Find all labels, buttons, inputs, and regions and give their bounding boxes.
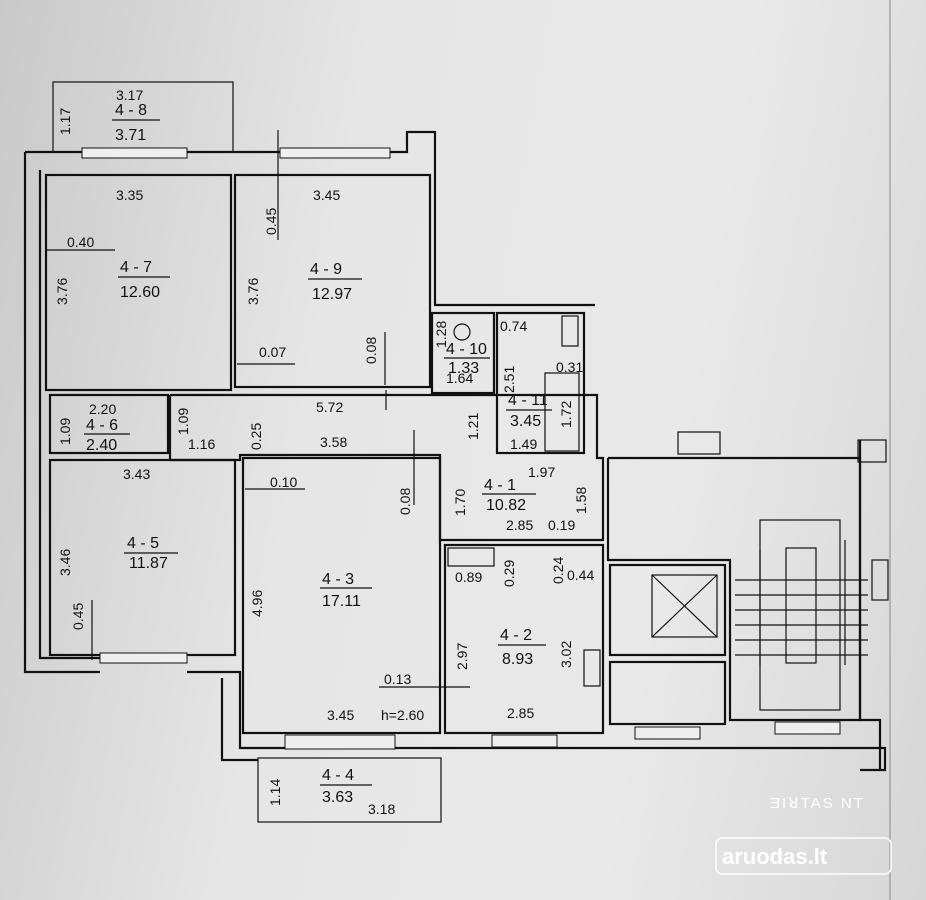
room-4-3 (241, 456, 442, 735)
dimension-label: 1.70 (452, 489, 468, 516)
room-id-4-1: 4 - 1 (484, 477, 516, 494)
dimension-label: 3.45 (327, 707, 354, 723)
dimension-labels: 3.17 3.35 3.45 0.40 0.07 0.74 1.64 2.20 … (67, 87, 594, 817)
dimension-label: 1.97 (528, 464, 555, 480)
watermark: ƎIꓤTAS NT aruodas.lt (715, 795, 892, 875)
room-4-9 (233, 173, 432, 389)
dimension-label: 1.09 (175, 408, 191, 435)
dimension-label: 1.28 (433, 321, 449, 348)
dimension-label: 0.45 (263, 208, 279, 235)
dimension-label: 5.72 (316, 399, 343, 415)
dimension-label: 1.49 (510, 436, 537, 452)
dimension-label: 3.02 (558, 641, 574, 668)
dimension-label: 0.10 (270, 474, 297, 490)
kitchen-sink-icon (583, 649, 601, 687)
room-4-6 (48, 393, 170, 455)
dimension-label: 0.44 (567, 567, 594, 583)
dimension-label: 1.58 (573, 487, 589, 514)
room-id-4-11: 4 - 11 (508, 392, 548, 409)
windows (81, 147, 841, 750)
room-4-10 (430, 311, 496, 395)
room-id-4-5: 4 - 5 (127, 535, 159, 552)
room-area-4-11: 3.45 (510, 413, 541, 430)
dimension-label: 2.97 (454, 643, 470, 670)
dimension-label: 3.43 (123, 466, 150, 482)
room-labels: 4 - 8 3.71 4 - 7 12.60 4 - 9 12.97 4 - 1… (84, 102, 552, 806)
room-area-4-7: 12.60 (120, 284, 160, 301)
dimension-label: 2.85 (507, 705, 534, 721)
room-area-4-8: 3.71 (115, 127, 146, 144)
dimension-label: 3.58 (320, 434, 347, 450)
dimension-label: 0.40 (67, 234, 94, 250)
dimension-label: 1.64 (446, 370, 473, 386)
stove-icon (447, 547, 495, 567)
room-id-4-6: 4 - 6 (86, 417, 118, 434)
dimension-label: 0.45 (70, 603, 86, 630)
room-4-2 (443, 543, 605, 735)
room-id-4-2: 4 - 2 (500, 627, 532, 644)
dimension-label: 4.96 (249, 590, 265, 617)
room-4-11 (495, 311, 586, 455)
room-area-4-3: 17.11 (322, 593, 361, 610)
watermark-mirrored-text: ƎIꓤTAS NT (770, 795, 865, 812)
room-id-4-8: 4 - 8 (115, 102, 147, 119)
dimension-label: h=2.60 (381, 707, 424, 723)
dimension-label: 0.13 (384, 671, 411, 687)
room-4-7 (44, 173, 233, 392)
dimension-label: 0.08 (397, 488, 413, 515)
dimension-label: 3.45 (313, 187, 340, 203)
bathtub-icon (544, 372, 580, 452)
dimension-label: 0.31 (556, 359, 583, 375)
toilet-icon (453, 323, 471, 341)
room-id-4-10: 4 - 10 (446, 341, 487, 358)
dimension-label: 1.14 (267, 779, 283, 806)
dimension-label: 2.51 (501, 366, 517, 393)
watermark-logo-text: aruodas.lt (722, 844, 828, 869)
sink-icon (561, 315, 579, 347)
dimension-label: 3.76 (245, 278, 261, 305)
room-area-4-9: 12.97 (312, 286, 352, 303)
dimension-label: 1.72 (558, 401, 574, 428)
room-area-4-5: 11.87 (129, 555, 168, 572)
room-4-4-balcony (257, 757, 442, 823)
room-area-4-4: 3.63 (322, 789, 353, 806)
room-id-4-4: 4 - 4 (322, 767, 354, 784)
dimension-label: 0.29 (501, 560, 517, 587)
dimension-label: 1.17 (57, 108, 73, 135)
outer-walls (23, 130, 887, 772)
dimension-label: 3.18 (368, 801, 395, 817)
room-area-4-6: 2.40 (86, 437, 117, 454)
dimension-label: 0.25 (248, 423, 264, 450)
room-area-4-10: 1.33 (448, 360, 479, 377)
dimension-label: 3.76 (54, 278, 70, 305)
room-id-4-7: 4 - 7 (120, 259, 152, 276)
room-id-4-3: 4 - 3 (322, 571, 354, 588)
dimension-label: 2.85 (506, 517, 533, 533)
dimension-ticks (45, 130, 470, 688)
room-id-4-9: 4 - 9 (310, 261, 342, 278)
dimension-label: 0.07 (259, 344, 286, 360)
room-area-4-2: 8.93 (502, 651, 533, 668)
dimension-label: 0.24 (550, 557, 566, 584)
dimension-label: 1.09 (57, 418, 73, 445)
elevator-shaft (651, 574, 718, 638)
dimension-label: 0.08 (363, 337, 379, 364)
stairwell-block (606, 431, 889, 726)
dimension-label: 0.19 (548, 517, 575, 533)
dimension-label: 3.17 (116, 87, 143, 103)
dimension-label: 1.16 (188, 436, 215, 452)
room-area-4-1: 10.82 (486, 497, 526, 514)
dimension-label: 0.74 (500, 318, 527, 334)
dimension-label: 0.89 (455, 569, 482, 585)
dimension-label: 3.46 (57, 549, 73, 576)
dimension-label: 1.21 (465, 413, 481, 440)
dimension-label: 2.20 (89, 401, 116, 417)
vertical-dimension-labels: 1.17 0.45 3.76 3.76 0.08 1.28 2.51 1.72 … (54, 108, 589, 806)
dimension-label: 3.35 (116, 187, 143, 203)
